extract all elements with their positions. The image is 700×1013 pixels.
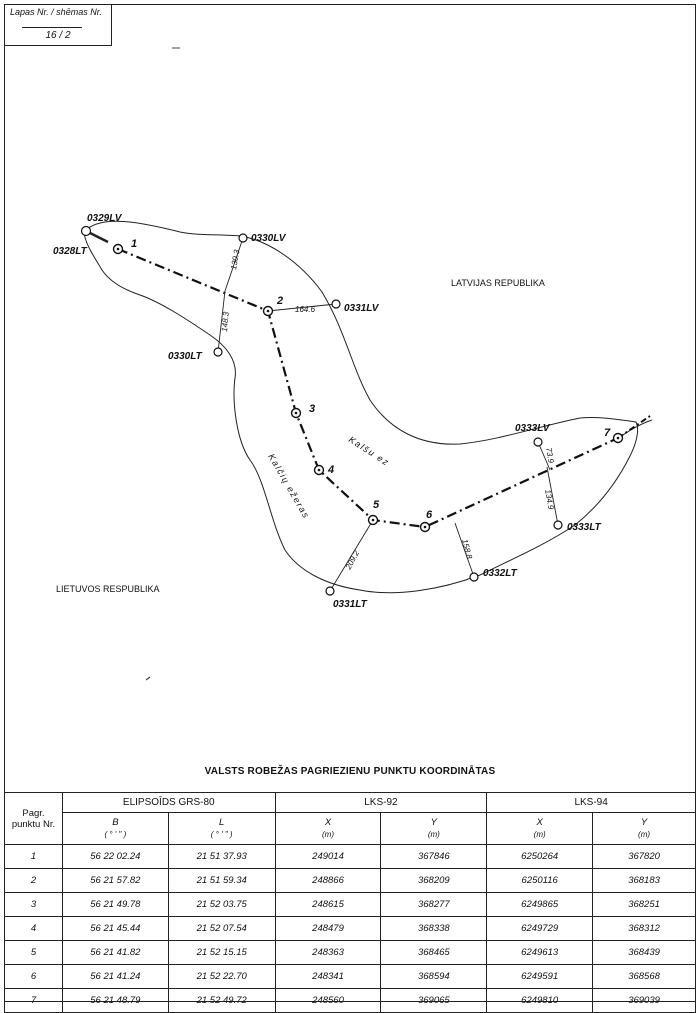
- distance-label: 164.6: [295, 305, 316, 314]
- marker-label: 0329LV: [87, 213, 123, 224]
- sheet-number-box: Lapas Nr. / shēmas Nr. 16 / 2: [4, 4, 112, 46]
- distance-label: 134.9: [543, 489, 555, 511]
- marker-label: 0328LT: [53, 246, 88, 257]
- marker-label: 0331LT: [333, 599, 368, 610]
- outflow-creek: [87, 230, 109, 244]
- country-label-latvia: LATVIJAS REPUBLIKA: [451, 278, 545, 288]
- group-lks92-header: LKS-92: [274, 792, 488, 813]
- turn-point-label: 6: [426, 509, 433, 521]
- state-border-extension: [617, 415, 651, 439]
- marker-label: 0333LV: [515, 423, 551, 434]
- distance-label: 158.8: [460, 538, 474, 560]
- col-x94-header: X(m): [486, 812, 594, 845]
- group-grs80-header: ELIPSOĪDS GRS-80: [61, 792, 276, 813]
- lake-name-lithuanian: Kalčių ežeras: [266, 452, 311, 521]
- marker-label: 0330LT: [168, 351, 203, 362]
- turn-point-label: 1: [131, 238, 137, 250]
- turn-point-label: 4: [327, 464, 334, 476]
- marker-label: 0333LT: [567, 522, 602, 533]
- turn-point-dots: [116, 247, 620, 529]
- table-title: VALSTS ROBEŽAS PAGRIEZIENU PUNKTU KOORDI…: [204, 766, 496, 777]
- measurement-lines: [217, 237, 559, 592]
- turn-point-circles: [112, 243, 624, 533]
- col-b-header: B( ° ' " ): [61, 812, 169, 845]
- boundary-marker-circles: [80, 225, 563, 596]
- sheet-number-value: 16 / 2: [45, 30, 71, 41]
- turn-point-label: 5: [373, 499, 380, 511]
- country-label-lithuania: LIETUVOS RESPUBLIKA: [56, 584, 160, 594]
- sheet-number-label: Lapas Nr. / shēmas Nr.: [10, 7, 102, 17]
- col-l-header: L( ° ' " ): [167, 812, 276, 845]
- marker-label: 0330LV: [251, 233, 287, 244]
- lake-name-latvian: Kalšu ez: [347, 434, 391, 468]
- col-y92-header: Y(m): [380, 812, 488, 845]
- sheet-number-rule: [22, 27, 82, 28]
- lake-shoreline: [83, 220, 639, 594]
- col-x92-header: X(m): [274, 812, 382, 845]
- distance-label: 73.9: [544, 447, 556, 464]
- distance-label: 148.3: [220, 311, 231, 332]
- turn-point-label: 2: [276, 295, 283, 307]
- distance-label: 130.3: [229, 249, 241, 271]
- turn-point-label: 3: [309, 403, 315, 415]
- stray-mark: [145, 676, 151, 681]
- group-lks94-header: LKS-94: [486, 792, 696, 813]
- state-border-line: [117, 247, 619, 529]
- marker-label: 0331LV: [344, 303, 380, 314]
- border-map: 130.3 148.3 164.6 209.2 158.8 73.9 134.9: [53, 47, 653, 681]
- coordinates-table: Pagr. punktu Nr. ELIPSOĪDS GRS-80 LKS-92…: [4, 792, 696, 1013]
- distance-label: 209.2: [343, 549, 361, 572]
- marker-label: 0332LT: [483, 568, 518, 579]
- col-point-header: Pagr. punktu Nr.: [4, 792, 63, 845]
- turn-point-label: 7: [604, 427, 611, 439]
- col-y94-header: Y(m): [592, 812, 696, 845]
